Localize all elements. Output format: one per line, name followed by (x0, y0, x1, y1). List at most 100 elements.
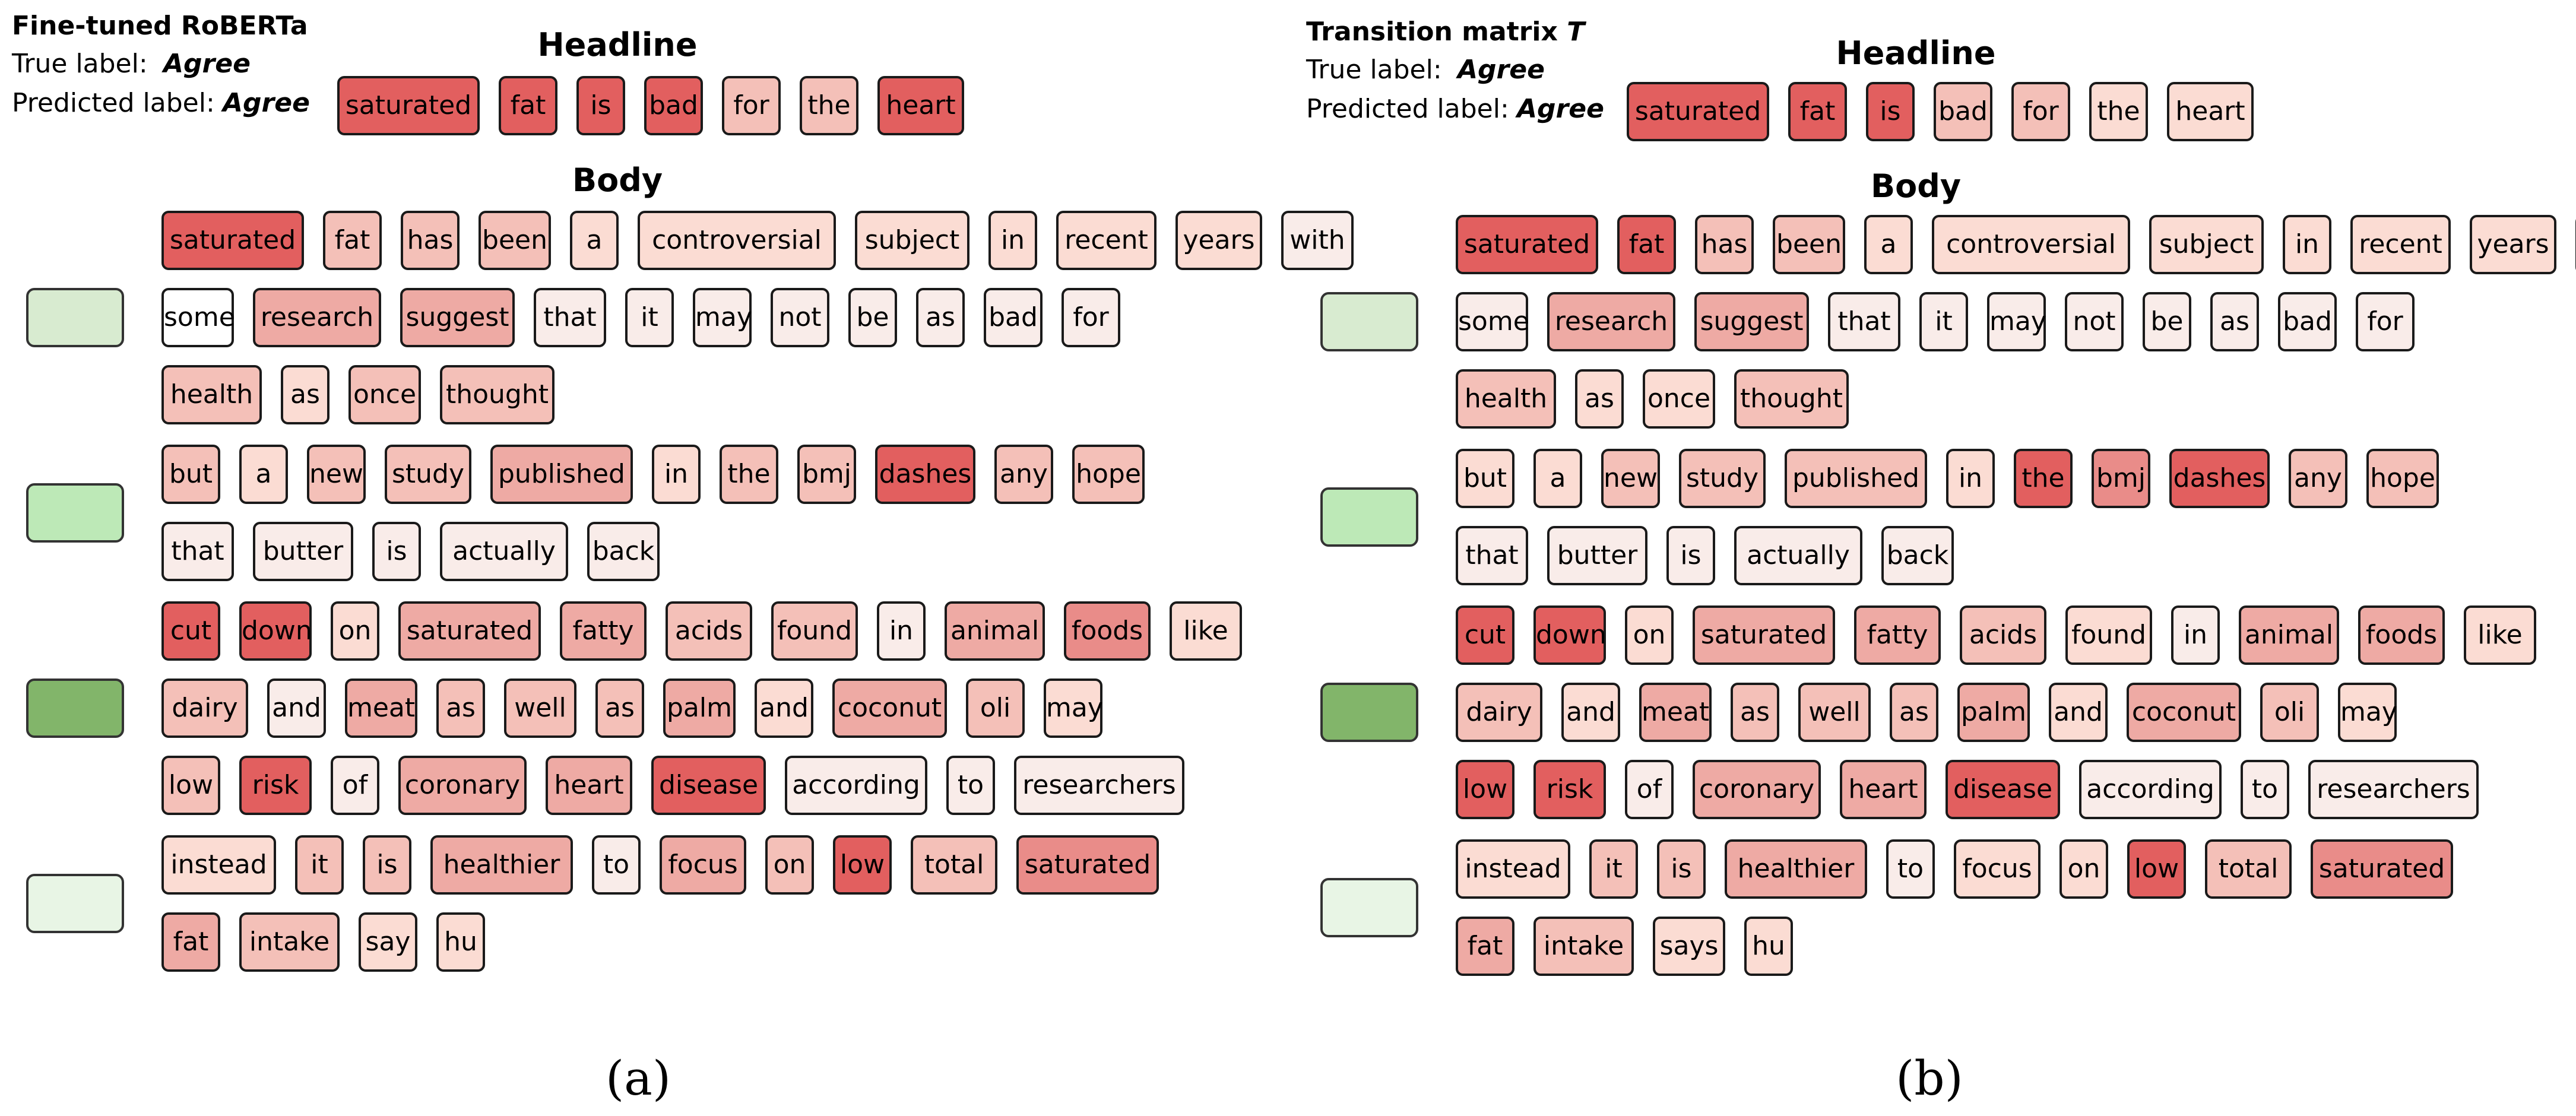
token: found (771, 601, 858, 661)
token: instead (161, 835, 276, 895)
token: intake (239, 912, 340, 972)
token: risk (1533, 760, 1606, 819)
token: dairy (161, 679, 248, 738)
token: on (765, 835, 814, 895)
token: hu (436, 912, 485, 972)
token: the (2014, 449, 2073, 508)
token: of (1625, 760, 1674, 819)
token: low (833, 835, 892, 895)
token: is (1657, 839, 1706, 899)
token: to (592, 835, 641, 895)
panel-title: Fine-tuned RoBERTa (12, 11, 308, 41)
token: meat (345, 679, 417, 738)
sentence-weight-box (26, 288, 124, 347)
token: like (2464, 605, 2536, 665)
token: has (1695, 215, 1754, 274)
token: butter (253, 522, 353, 581)
token: butter (1547, 526, 1647, 585)
true-label-value: Agree (1457, 55, 1545, 85)
token: health (161, 365, 262, 424)
token: as (916, 288, 965, 347)
token: heart (877, 76, 964, 135)
token: actually (440, 522, 568, 581)
token: not (771, 288, 829, 347)
token: as (281, 365, 329, 424)
predicted-label-value: Agree (223, 88, 310, 118)
token: fatty (1854, 605, 1941, 665)
token: in (1946, 449, 1995, 508)
token: low (2127, 839, 2186, 899)
token: saturated (1456, 215, 1598, 274)
token: but (161, 445, 220, 504)
token: thought (440, 365, 555, 424)
token: some (161, 288, 235, 347)
token: is (576, 76, 625, 135)
token: is (1866, 82, 1915, 141)
token: the (2089, 82, 2148, 141)
token: dashes (875, 445, 975, 504)
token: fat (161, 912, 220, 972)
token: animal (945, 601, 1045, 661)
token: controversial (1932, 215, 2130, 274)
token: that (1456, 526, 1528, 585)
token: healthier (430, 835, 573, 895)
token: focus (1954, 839, 2040, 899)
token: to (1886, 839, 1935, 899)
token: down (239, 601, 312, 661)
figure-caption: (b) (1896, 1051, 1963, 1106)
token: saturated (1693, 605, 1835, 665)
token: new (307, 445, 366, 504)
sentence-weight-box (26, 874, 124, 933)
token: recent (1056, 211, 1156, 270)
token: down (1533, 605, 1607, 665)
token: acids (1960, 605, 2046, 665)
token: as (2210, 292, 2259, 351)
token: according (785, 756, 927, 815)
token: well (1798, 683, 1871, 742)
token: bmj (797, 445, 856, 504)
token: suggest (400, 288, 515, 347)
token: is (363, 835, 411, 895)
token: heart (1840, 760, 1927, 819)
token: to (946, 756, 995, 815)
token: and (755, 679, 813, 738)
token: saturated (1016, 835, 1159, 895)
token: coconut (2127, 683, 2241, 742)
token: actually (1734, 526, 1862, 585)
token: cut (1456, 605, 1514, 665)
token: fat (1617, 215, 1676, 274)
token: bmj (2092, 449, 2150, 508)
token: fatty (560, 601, 647, 661)
token: risk (239, 756, 312, 815)
token: found (2065, 605, 2152, 665)
token: a (1533, 449, 1582, 508)
token: total (2205, 839, 2292, 899)
token: palm (663, 679, 736, 738)
token: total (911, 835, 997, 895)
token: foods (1064, 601, 1151, 661)
token: it (295, 835, 344, 895)
token: dairy (1456, 683, 1542, 742)
true-label-value: Agree (163, 49, 251, 79)
token: the (720, 445, 778, 504)
token: saturated (337, 76, 480, 135)
predicted-label-caption: Predicted label: (1306, 94, 1509, 124)
token: researchers (1014, 756, 1184, 815)
token: years (2470, 215, 2556, 274)
token: as (1731, 683, 1779, 742)
token: to (2241, 760, 2289, 819)
body-title: Body (572, 161, 663, 199)
token: back (1881, 526, 1954, 585)
token: in (988, 211, 1037, 270)
token: on (1625, 605, 1674, 665)
token: any (2289, 449, 2347, 508)
token: may (693, 288, 752, 347)
token: been (1773, 215, 1845, 274)
token: once (1643, 369, 1715, 429)
token: may (2338, 683, 2397, 742)
token: has (401, 211, 460, 270)
token: coronary (398, 756, 527, 815)
token: the (800, 76, 858, 135)
true-label-caption: True label: (1306, 55, 1442, 85)
token: saturated (398, 601, 541, 661)
